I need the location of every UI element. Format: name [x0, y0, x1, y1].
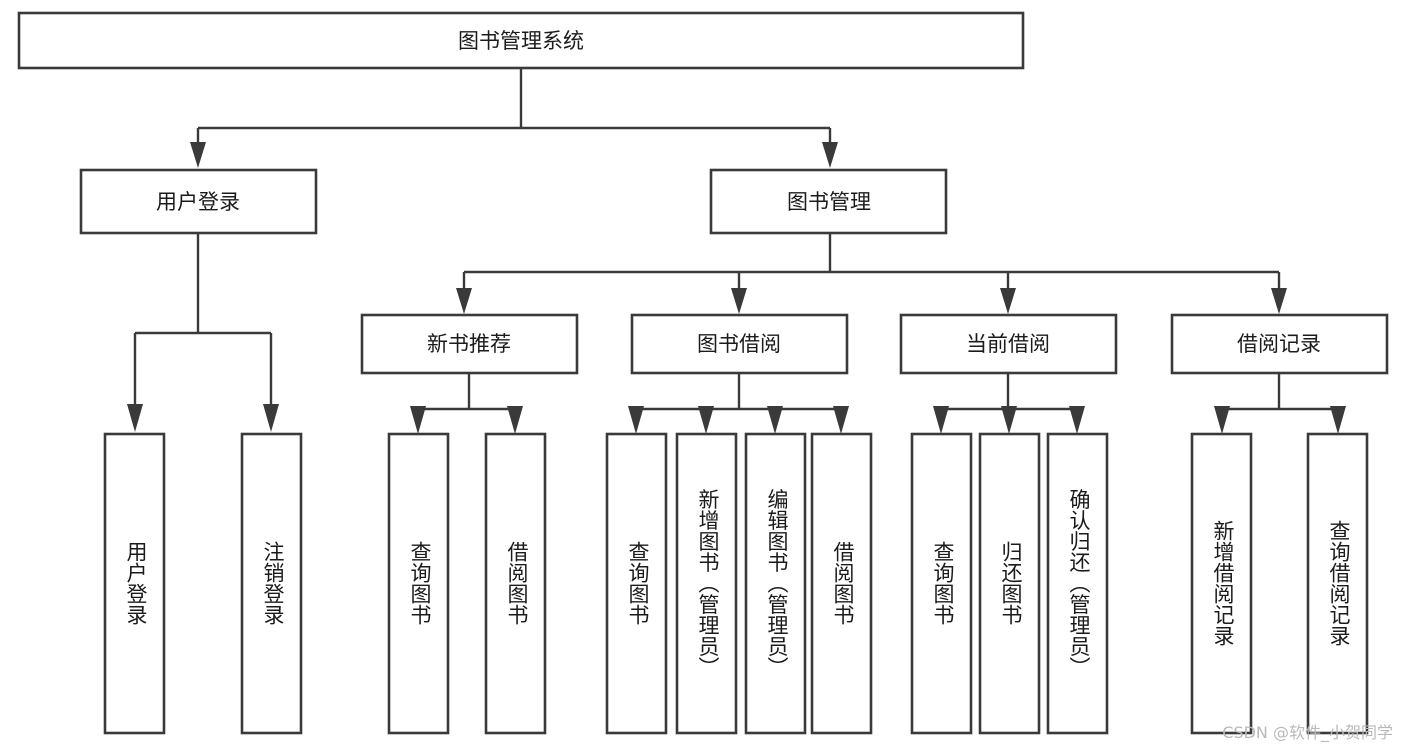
arrow-head-current-borrow [1000, 288, 1016, 314]
connector-layer [127, 68, 1346, 434]
node-book-borrow-label: 图书借阅 [697, 332, 781, 356]
node-current-borrow[interactable]: 当前借阅 [899, 313, 1118, 375]
leaf-query-book-1-label: 查询图书 [408, 541, 432, 625]
node-book-borrow[interactable]: 图书借阅 [630, 313, 849, 375]
node-book-manage[interactable]: 图书管理 [709, 168, 948, 235]
leaf-logout-label: 注销登录 [261, 541, 285, 625]
leaf-edit-book-label: 编辑图书（管理员） [765, 489, 789, 678]
node-user-login-box[interactable] [79, 168, 318, 235]
arrow-head-leaf-user-login [127, 404, 143, 432]
arrow-head-leaf-borrow-book-1 [507, 406, 523, 434]
leaf-add-book[interactable]: 新增图书（管理员） [675, 432, 738, 735]
watermark-label: CSDN @软件_小贺同学 [1222, 723, 1393, 742]
arrow-head-borrow-record [1271, 288, 1287, 314]
leaf-query-book-3-label: 查询图书 [931, 541, 955, 625]
node-borrow-record-box[interactable] [1170, 313, 1389, 375]
arrow-head-book-manage [822, 142, 838, 168]
node-root-box[interactable] [17, 11, 1025, 70]
leaf-confirm-return-box[interactable] [1046, 432, 1109, 735]
leaf-query-record-label: 查询借阅记录 [1327, 520, 1351, 646]
arrow-head-leaf-query-book-3 [933, 406, 949, 434]
leaf-edit-book[interactable]: 编辑图书（管理员） [744, 432, 807, 735]
node-user-login[interactable]: 用户登录 [79, 168, 318, 235]
leaf-add-record-box[interactable] [1190, 432, 1253, 735]
arrow-head-leaf-confirm-return [1069, 406, 1085, 434]
node-root-label: 图书管理系统 [458, 29, 584, 53]
arrow-head-new-book-recommend [456, 288, 472, 314]
leaf-borrow-book-2-box[interactable] [810, 432, 873, 735]
leaf-borrow-book-1-box[interactable] [484, 432, 547, 735]
leaf-borrow-book-2[interactable]: 借阅图书 [810, 432, 873, 735]
node-new-book-recommend-box[interactable] [360, 313, 579, 375]
leaf-add-record[interactable]: 新增借阅记录 [1190, 432, 1253, 735]
node-current-borrow-label: 当前借阅 [966, 332, 1050, 356]
leaf-query-book-2-label: 查询图书 [626, 541, 650, 625]
node-borrow-record[interactable]: 借阅记录 [1170, 313, 1389, 375]
arrow-head-book-borrow [731, 288, 747, 314]
node-user-login-label: 用户登录 [156, 190, 240, 214]
leaf-user-login-box[interactable] [103, 432, 166, 735]
arrow-head-leaf-add-book [698, 406, 714, 434]
leaf-query-book-3-box[interactable] [910, 432, 973, 735]
leaf-borrow-book-1-label: 借阅图书 [505, 541, 529, 625]
node-book-manage-label: 图书管理 [787, 190, 871, 214]
arrow-head-leaf-edit-book [767, 406, 783, 434]
arrow-head-leaf-borrow-book-2 [833, 406, 849, 434]
node-book-borrow-box[interactable] [630, 313, 849, 375]
node-root[interactable]: 图书管理系统 [17, 11, 1025, 70]
leaf-logout-box[interactable] [240, 432, 303, 735]
leaf-query-book-2[interactable]: 查询图书 [605, 432, 668, 735]
arrow-head-leaf-query-record [1330, 406, 1346, 434]
leaf-add-book-box[interactable] [675, 432, 738, 735]
arrow-head-leaf-logout [263, 404, 279, 432]
arrow-head-leaf-query-book-1 [410, 406, 426, 434]
node-book-manage-box[interactable] [709, 168, 948, 235]
leaf-query-record-box[interactable] [1306, 432, 1369, 735]
arrow-head-leaf-return-book [1001, 406, 1017, 434]
arrow-head-user-login [190, 142, 206, 168]
leaf-logout[interactable]: 注销登录 [240, 432, 303, 735]
leaf-user-login[interactable]: 用户登录 [103, 432, 166, 735]
arrow-head-leaf-query-book-2 [628, 406, 644, 434]
arrow-head-leaf-add-record [1214, 406, 1230, 434]
leaf-query-book-3[interactable]: 查询图书 [910, 432, 973, 735]
leaf-borrow-book-2-label: 借阅图书 [831, 541, 855, 625]
leaf-user-login-label: 用户登录 [124, 541, 148, 625]
leaf-confirm-return-label: 确认归还（管理员） [1067, 489, 1091, 678]
node-new-book-recommend-label: 新书推荐 [427, 332, 511, 356]
leaf-return-book[interactable]: 归还图书 [978, 432, 1041, 735]
node-new-book-recommend[interactable]: 新书推荐 [360, 313, 579, 375]
leaf-query-book-2-box[interactable] [605, 432, 668, 735]
leaf-return-book-box[interactable] [978, 432, 1041, 735]
node-current-borrow-box[interactable] [899, 313, 1118, 375]
leaf-add-record-label: 新增借阅记录 [1211, 520, 1235, 646]
leaf-borrow-book-1[interactable]: 借阅图书 [484, 432, 547, 735]
leaf-add-book-label: 新增图书（管理员） [696, 489, 720, 678]
leaf-edit-book-box[interactable] [744, 432, 807, 735]
node-borrow-record-label: 借阅记录 [1237, 332, 1321, 356]
leaf-return-book-label: 归还图书 [999, 541, 1023, 625]
leaf-query-book-1-box[interactable] [387, 432, 450, 735]
leaf-confirm-return[interactable]: 确认归还（管理员） [1046, 432, 1109, 735]
leaf-query-book-1[interactable]: 查询图书 [387, 432, 450, 735]
leaf-query-record[interactable]: 查询借阅记录 [1306, 432, 1369, 735]
